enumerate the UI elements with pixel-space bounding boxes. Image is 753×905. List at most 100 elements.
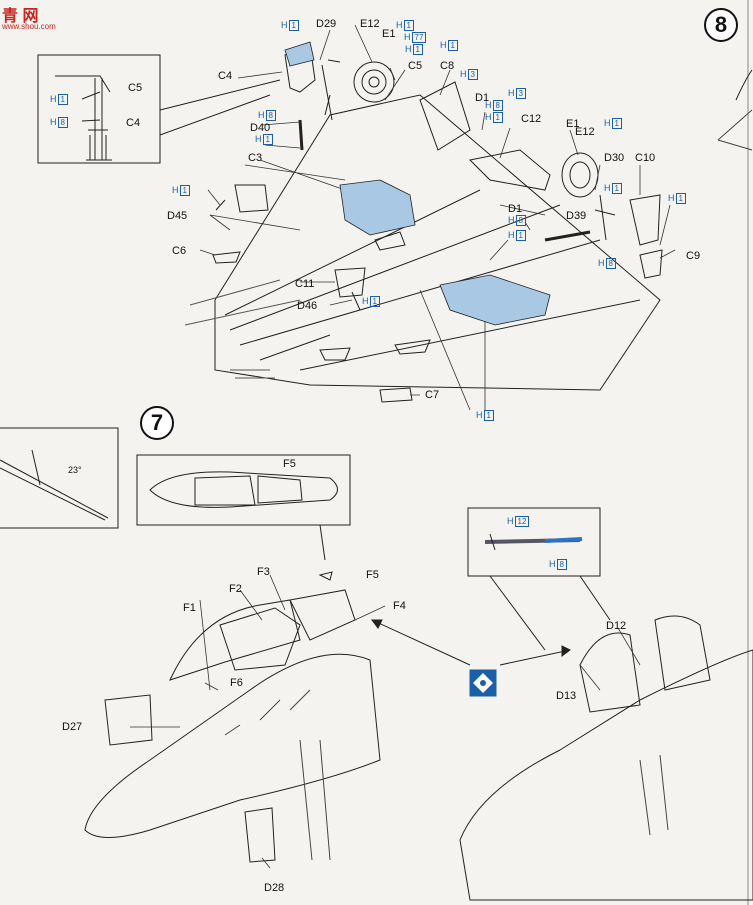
label-d45: D45 [167,210,188,222]
canopy-f4 [289,589,356,641]
wheel-lower [561,152,599,198]
paint-h-number: 1 [57,94,68,105]
paint-h-number: 77 [411,32,427,43]
rod-d40 [298,119,304,151]
paint-h-letter: H [485,112,492,122]
label-c5-main: C5 [408,60,423,72]
label-f4: F4 [393,600,406,612]
paint-h-letter: H [476,410,483,420]
label-c12: C12 [521,113,542,125]
label-c7: C7 [425,389,440,401]
paint-h-number: 1 [483,410,494,421]
step-7-number: 7 [150,410,164,435]
paint-h-letter: H [258,110,265,120]
seats-detail [224,689,311,736]
step-8-number: 8 [714,12,728,37]
label-c8: C8 [440,60,455,72]
paint-h-number: 8 [556,559,567,570]
label-d39: D39 [566,210,587,222]
leaders-d45 [207,189,231,231]
step-7-badge: 7 [140,406,174,440]
paint-h-number: 1 [179,185,190,196]
paint-h-number: 1 [288,20,299,31]
angle-label: 23° [68,465,82,475]
part-c12 [468,149,551,191]
paint-h-letter: H [172,185,179,195]
leaders-step7 [130,574,386,869]
paint-h-letter: H [508,215,515,225]
paint-h-letter: H [604,183,611,193]
label-f2: F2 [229,583,242,595]
gear-strut-detail [55,75,112,161]
label-d1-b: D1 [508,203,523,215]
paint-h-letter: H [460,69,467,79]
paint-h-number: 1 [611,118,622,129]
logo-text: 青 网 [2,8,39,25]
part-door-b [319,347,351,361]
paint-h-letter: H [549,559,556,569]
part-d28 [244,807,276,863]
leaders-right [579,627,641,691]
fuselage-nose [84,653,381,838]
label-d12: D12 [606,620,627,632]
canopy-top-view [149,471,338,508]
paint-h-number: 1 [611,183,622,194]
blue-bay-front [339,179,416,236]
paint-h-letter: H [440,40,447,50]
label-e12-a: E12 [360,18,380,30]
strut-d45 [215,199,226,211]
label-c4-inset: C4 [126,117,141,129]
fuselage-right [459,649,753,901]
paint-h-letter: H [508,88,515,98]
label-c10: C10 [635,152,656,164]
label-d27: D27 [62,721,83,733]
paint-h-number: 8 [515,215,526,226]
paint-h-letter: H [485,100,492,110]
label-c4-top: C4 [218,70,233,82]
rod-d39 [544,230,591,242]
inset-rod-pointers [489,575,611,651]
paint-h-number: 3 [467,69,478,80]
rod-d12-painted [544,537,583,543]
paint-h-number: 1 [369,296,380,307]
blue-part-c4 [284,41,315,67]
edge-part [717,109,753,151]
paint-h-number: 1 [403,20,414,31]
part-c3 [234,184,269,213]
leaders-step8 [199,24,676,411]
label-f1: F1 [183,602,196,614]
paint-h-letter: H [50,94,57,104]
angle-detail [0,449,109,521]
part-door-c [394,339,431,355]
part-c11 [334,267,366,298]
paint-h-letter: H [604,118,611,128]
paint-h-number: 3 [515,88,526,99]
canopy-f2 [219,607,301,671]
paint-h-number: 12 [514,516,530,527]
wheel-upper-hub [361,69,387,95]
paint-h-number: 1 [447,40,458,51]
inset-angle [0,427,119,529]
paint-h-letter: H [598,258,605,268]
label-d13: D13 [556,690,577,702]
logo-url: www.shou.com [2,22,56,31]
label-e1-b: E1 [566,118,580,130]
paint-h-letter: H [668,193,675,203]
strut-d46 [351,291,361,311]
paint-h-letter: H [362,296,369,306]
paint-h-number: 8 [265,110,276,121]
label-d29: D29 [316,18,337,30]
wheel-lower-hub [569,161,591,189]
